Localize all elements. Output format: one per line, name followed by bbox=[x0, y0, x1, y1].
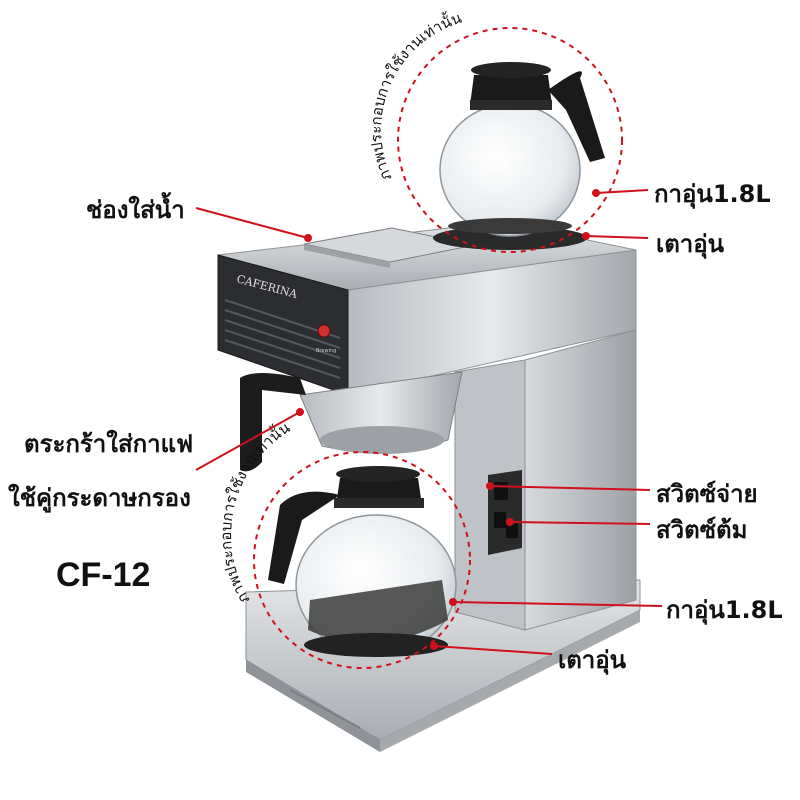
filter-basket bbox=[240, 371, 463, 472]
top-warmer-label: เตาอุ่น bbox=[656, 230, 725, 258]
water-inlet-label: ช่องใส่น้ำ bbox=[86, 196, 185, 224]
power-indicator-label: Brewing bbox=[316, 348, 336, 354]
bottom-pot-label: กาอุ่น1.8L bbox=[666, 596, 783, 624]
boil-switch-label: สวิตซ์ต้ม bbox=[656, 516, 748, 544]
filter-basket-label-line2: ใช้คู่กระดาษกรอง bbox=[8, 484, 191, 512]
power-indicator-light bbox=[317, 324, 331, 338]
top-pot-dashed-circle bbox=[397, 27, 623, 253]
machine-body bbox=[454, 329, 637, 631]
bottom-coffee-pot bbox=[268, 466, 457, 657]
model-number: CF-12 bbox=[56, 556, 151, 594]
switch-panel bbox=[488, 470, 522, 555]
callout-lines bbox=[195, 189, 663, 655]
top-coffee-pot bbox=[439, 62, 605, 237]
top-pot-label: กาอุ่น1.8L bbox=[654, 180, 771, 208]
filter-basket-label-line1: ตระกร้าใส่กาแฟ bbox=[24, 430, 194, 458]
bottom-warmer-label: เตาอุ่น bbox=[558, 646, 627, 674]
dispense-switch-label: สวิตซ์จ่าย bbox=[656, 480, 758, 508]
bottom-pot-dashed-circle bbox=[253, 451, 471, 669]
